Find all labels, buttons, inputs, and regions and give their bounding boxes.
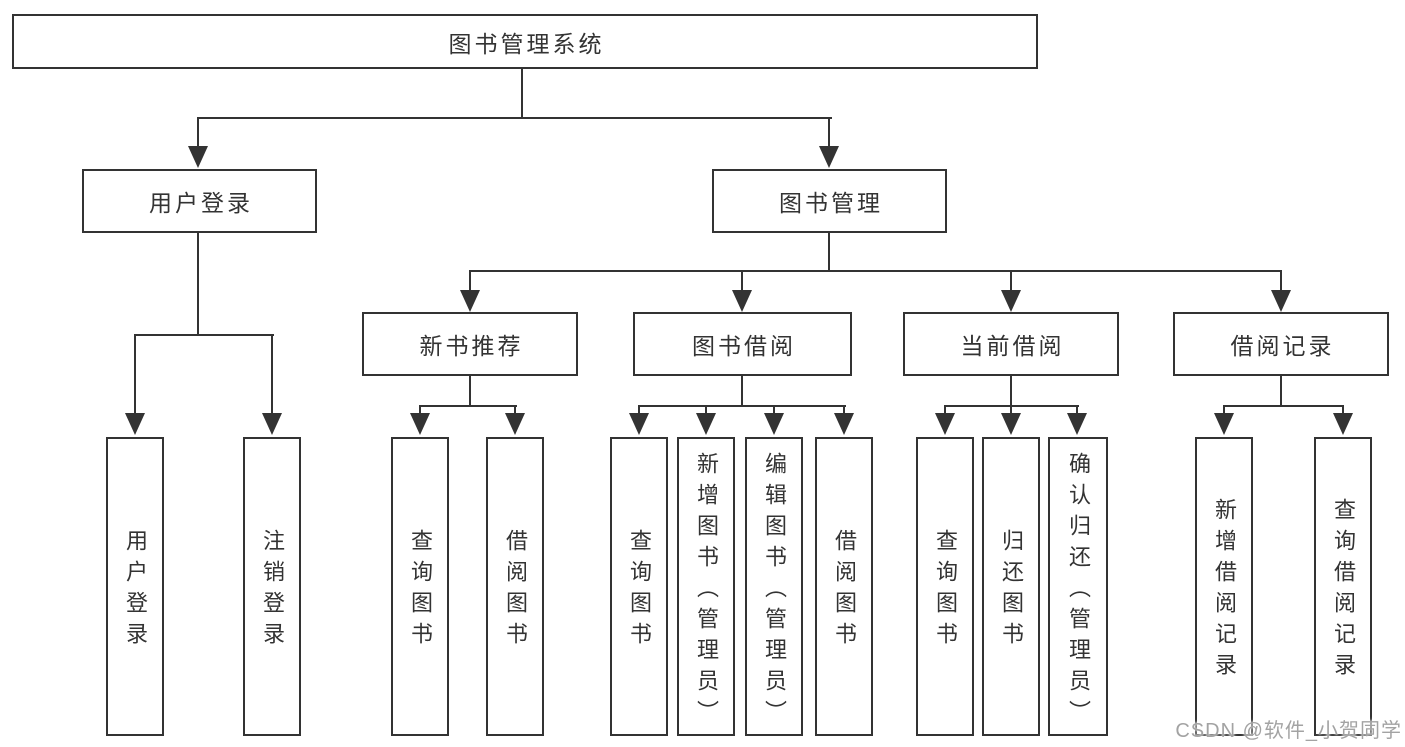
node-label: 查询图书 bbox=[408, 529, 433, 653]
connector-line bbox=[1010, 405, 1012, 415]
node-label: 借阅记录 bbox=[1230, 333, 1335, 359]
connector-line bbox=[741, 270, 743, 293]
arrow-down-icon bbox=[1333, 413, 1353, 435]
arrow-down-icon bbox=[125, 413, 145, 435]
node-label: 图书管理 bbox=[779, 190, 883, 216]
connector-line bbox=[271, 334, 273, 416]
arrow-down-icon bbox=[262, 413, 282, 435]
connector-line bbox=[705, 405, 707, 415]
connector-line bbox=[134, 334, 274, 336]
node-label: 借阅图书 bbox=[503, 529, 528, 653]
arrow-down-icon bbox=[629, 413, 649, 435]
node-label: 图书管理系统 bbox=[448, 30, 605, 57]
connector-line bbox=[469, 376, 471, 407]
node-borrowing-records: 借阅记录 bbox=[1173, 312, 1389, 376]
connector-line bbox=[134, 334, 136, 416]
node-user-login: 用户登录 bbox=[82, 169, 317, 233]
arrow-down-icon bbox=[1214, 413, 1234, 435]
leaf-query-books-borrowing: 查询图书 bbox=[610, 437, 668, 736]
connector-line bbox=[1223, 405, 1225, 415]
node-label: 图书借阅 bbox=[692, 333, 796, 359]
connector-line bbox=[741, 376, 743, 407]
node-label: 用户登录 bbox=[149, 190, 253, 216]
arrow-down-icon bbox=[696, 413, 716, 435]
node-current-borrowing: 当前借阅 bbox=[903, 312, 1119, 376]
leaf-add-book-admin: 新增图书（管理员） bbox=[677, 437, 735, 736]
node-label: 新增图书（管理员） bbox=[694, 451, 719, 731]
connector-line bbox=[514, 405, 516, 415]
connector-line bbox=[469, 270, 1282, 272]
connector-line bbox=[843, 405, 845, 415]
node-book-borrowing: 图书借阅 bbox=[633, 312, 852, 376]
node-label: 借阅图书 bbox=[832, 529, 857, 653]
arrow-down-icon bbox=[410, 413, 430, 435]
connector-line bbox=[197, 232, 199, 336]
leaf-borrow-books-recommend: 借阅图书 bbox=[486, 437, 544, 736]
node-label: 查询借阅记录 bbox=[1331, 498, 1356, 684]
csdn-watermark: CSDN @软件_小贺同学 bbox=[1175, 720, 1402, 742]
arrow-down-icon bbox=[1271, 290, 1291, 312]
node-label: 注销登录 bbox=[260, 529, 285, 653]
node-label: 查询图书 bbox=[933, 529, 958, 653]
connector-line bbox=[638, 405, 640, 415]
connector-line bbox=[521, 68, 523, 119]
node-label: 用户登录 bbox=[123, 529, 148, 653]
connector-line bbox=[1280, 270, 1282, 293]
leaf-return-books: 归还图书 bbox=[982, 437, 1040, 736]
connector-line bbox=[1223, 405, 1344, 407]
node-library-management-system: 图书管理系统 bbox=[12, 14, 1038, 69]
arrow-down-icon bbox=[1067, 413, 1087, 435]
arrow-down-icon bbox=[505, 413, 525, 435]
leaf-query-books-recommend: 查询图书 bbox=[391, 437, 449, 736]
node-label: 新书推荐 bbox=[419, 333, 524, 359]
leaf-user-login: 用户登录 bbox=[106, 437, 164, 736]
connector-line bbox=[944, 405, 946, 415]
arrow-down-icon bbox=[819, 146, 839, 168]
connector-line bbox=[1010, 376, 1012, 407]
leaf-query-books-current: 查询图书 bbox=[916, 437, 974, 736]
connector-line bbox=[828, 117, 830, 150]
leaf-logout: 注销登录 bbox=[243, 437, 301, 736]
arrow-down-icon bbox=[834, 413, 854, 435]
arrow-down-icon bbox=[764, 413, 784, 435]
arrow-down-icon bbox=[935, 413, 955, 435]
connector-line bbox=[419, 405, 421, 415]
connector-line bbox=[1280, 376, 1282, 407]
connector-line bbox=[419, 405, 517, 407]
leaf-edit-book-admin: 编辑图书（管理员） bbox=[745, 437, 803, 736]
connector-line bbox=[469, 270, 471, 293]
node-label: 确认归还（管理员） bbox=[1066, 451, 1091, 731]
connector-line bbox=[1076, 405, 1078, 415]
arrow-down-icon bbox=[460, 290, 480, 312]
leaf-confirm-return-admin: 确认归还（管理员） bbox=[1048, 437, 1108, 736]
node-label: 当前借阅 bbox=[960, 333, 1065, 359]
node-label: 新增借阅记录 bbox=[1212, 498, 1237, 684]
connector-line bbox=[773, 405, 775, 415]
arrow-down-icon bbox=[1001, 413, 1021, 435]
arrow-down-icon bbox=[732, 290, 752, 312]
arrow-down-icon bbox=[188, 146, 208, 168]
node-book-management: 图书管理 bbox=[712, 169, 947, 233]
node-label: 查询图书 bbox=[627, 529, 652, 653]
arrow-down-icon bbox=[1001, 290, 1021, 312]
leaf-query-borrow-record: 查询借阅记录 bbox=[1314, 437, 1372, 736]
connector-line bbox=[828, 232, 830, 272]
connector-line bbox=[197, 117, 832, 119]
connector-line bbox=[197, 117, 199, 150]
connector-line bbox=[638, 405, 846, 407]
node-label: 归还图书 bbox=[999, 529, 1024, 653]
leaf-add-borrow-record: 新增借阅记录 bbox=[1195, 437, 1253, 736]
node-label: 编辑图书（管理员） bbox=[762, 451, 787, 731]
node-new-book-recommendation: 新书推荐 bbox=[362, 312, 578, 376]
connector-line bbox=[1010, 270, 1012, 293]
leaf-borrow-books: 借阅图书 bbox=[815, 437, 873, 736]
connector-line bbox=[1342, 405, 1344, 415]
